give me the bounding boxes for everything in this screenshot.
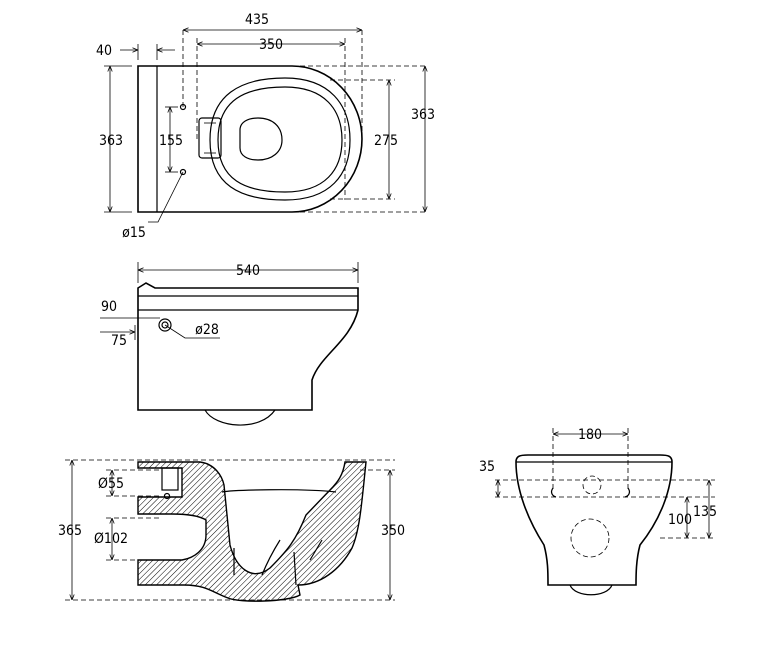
dim-rear-fixing-spacing: 180 [578, 427, 602, 443]
dim-fixing-spacing: 155 [159, 133, 183, 149]
dim-inlet-diameter: ø28 [195, 322, 219, 338]
dim-total-height: 365 [58, 523, 82, 539]
dim-width-right: 363 [411, 107, 435, 123]
dim-rear-fixing-offset: 35 [479, 459, 495, 475]
dim-section-inlet-diameter: Ø55 [98, 476, 124, 492]
side-view-body [137, 282, 359, 411]
rear-outlet [570, 518, 610, 558]
top-view-rim-outer [209, 77, 351, 201]
seat-hinge [198, 117, 222, 159]
bowl-opening [239, 117, 283, 161]
dim-bowl-depth: 350 [259, 37, 283, 53]
section-view: 365 350 Ø55 Ø102 [58, 459, 405, 602]
section-inner-surface [221, 489, 337, 493]
dim-outlet-height: 100 [668, 512, 692, 528]
side-view-outlet [204, 409, 276, 426]
top-view-rim-inner [217, 86, 343, 193]
fixing-hole-lower [179, 168, 187, 176]
side-inlet-inner [161, 321, 169, 329]
top-view: 435 350 40 363 155 275 363 ø15 [96, 12, 435, 241]
section-inlet-port [161, 467, 179, 491]
rear-view-outlet-lip [569, 584, 613, 596]
rear-inlet [582, 475, 602, 495]
dim-total-depth: 435 [245, 12, 269, 28]
dim-fixing-hole: ø15 [122, 225, 146, 241]
side-inlet-outer [158, 318, 172, 332]
dim-length: 540 [236, 263, 260, 279]
top-view-outline [137, 65, 363, 213]
side-view: 540 90 75 ø28 [100, 262, 359, 426]
rear-view-body [515, 454, 673, 586]
section-hatched-body [137, 461, 367, 602]
dim-outlet-diameter: Ø102 [94, 531, 128, 547]
rear-view: 180 35 100 135 [479, 427, 717, 596]
section-trap [233, 539, 323, 586]
dim-width-left: 363 [99, 133, 123, 149]
dim-back-offset: 40 [96, 43, 112, 59]
dim-outlet-top: 135 [693, 504, 717, 520]
dim-inlet-height: 90 [101, 299, 117, 315]
dim-rim-height: 350 [381, 523, 405, 539]
dim-inlet-offset: 75 [111, 333, 127, 349]
dim-inner-width: 275 [374, 133, 398, 149]
